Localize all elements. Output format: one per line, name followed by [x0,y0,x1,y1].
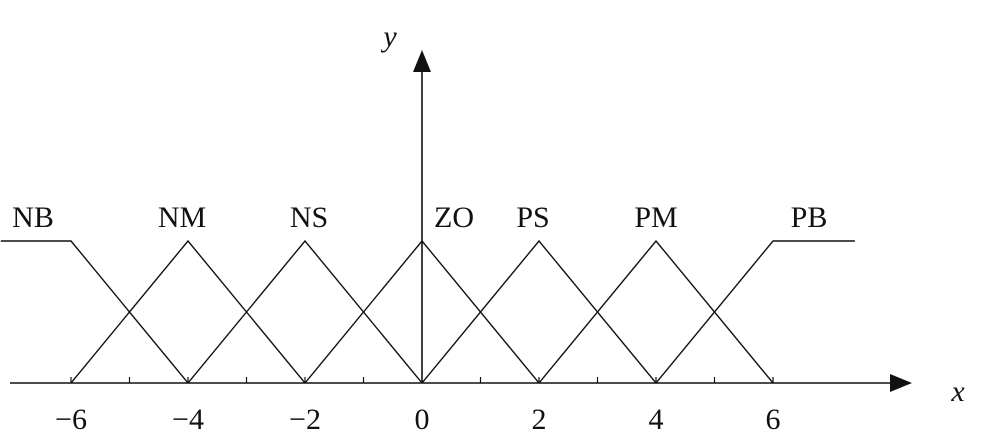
series-layer [0,239,855,384]
membership-curve-ps [421,239,657,384]
membership-curve-ns [187,239,423,384]
x-tick-label: 4 [649,403,664,436]
membership-curve-pm [538,239,774,384]
membership-curve-pb [655,240,855,384]
x-tick-label: 0 [415,403,430,436]
set-label-zo: ZO [434,201,474,234]
set-label-pb: PB [791,201,828,234]
x-tick-label: 6 [766,403,781,436]
x-tick-label: −2 [289,403,321,436]
set-label-nm: NM [158,201,206,234]
membership-curve-nb [0,240,189,384]
set-label-ps: PS [516,201,549,234]
y-axis-label: y [380,20,397,53]
set-label-nb: NB [12,201,54,234]
y-axis-arrowhead [413,50,431,72]
x-tick-label: 2 [532,403,547,436]
tick-layer: −6 −4 −2 0 2 4 6 [55,377,781,436]
label-layer: NB NM NS ZO PS PM PB [12,201,827,234]
axis-layer: x y [10,20,965,408]
x-tick-label: −4 [172,403,204,436]
set-label-pm: PM [634,201,677,234]
membership-curve-nm [70,239,306,384]
x-tick-label: −6 [55,403,87,436]
x-axis-arrowhead [890,374,912,392]
x-axis-label: x [950,375,965,408]
set-label-ns: NS [290,201,328,234]
